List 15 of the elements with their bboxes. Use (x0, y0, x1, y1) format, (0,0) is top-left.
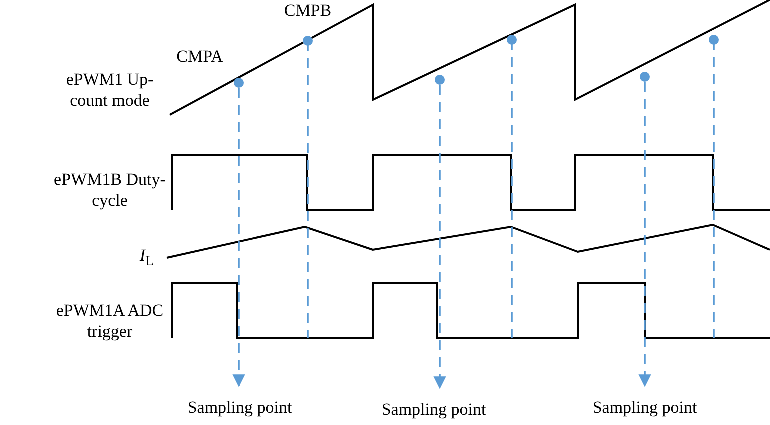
signal-label: I$_{L}$ (140, 245, 154, 272)
sampling-point-label: Sampling point (382, 400, 486, 420)
dashed-arrow (232, 88, 246, 388)
dashed-arrow (638, 82, 652, 388)
dashed-arrow (434, 85, 446, 390)
signal-label: ePWM1B Duty-cycle (53, 169, 167, 211)
sample-dot (640, 72, 650, 82)
signal-label: ePWM1A ADC trigger (55, 300, 165, 342)
sampling-point-label: Sampling point (592, 398, 698, 418)
signal-label: ePWM1 Up-count mode (65, 69, 155, 111)
sample-dot (435, 75, 445, 85)
signal-label: CMPB (284, 0, 332, 21)
signal-label: CMPA (176, 46, 224, 67)
sampling-point-label: Sampling point (188, 398, 292, 418)
sample-dot (234, 78, 244, 88)
